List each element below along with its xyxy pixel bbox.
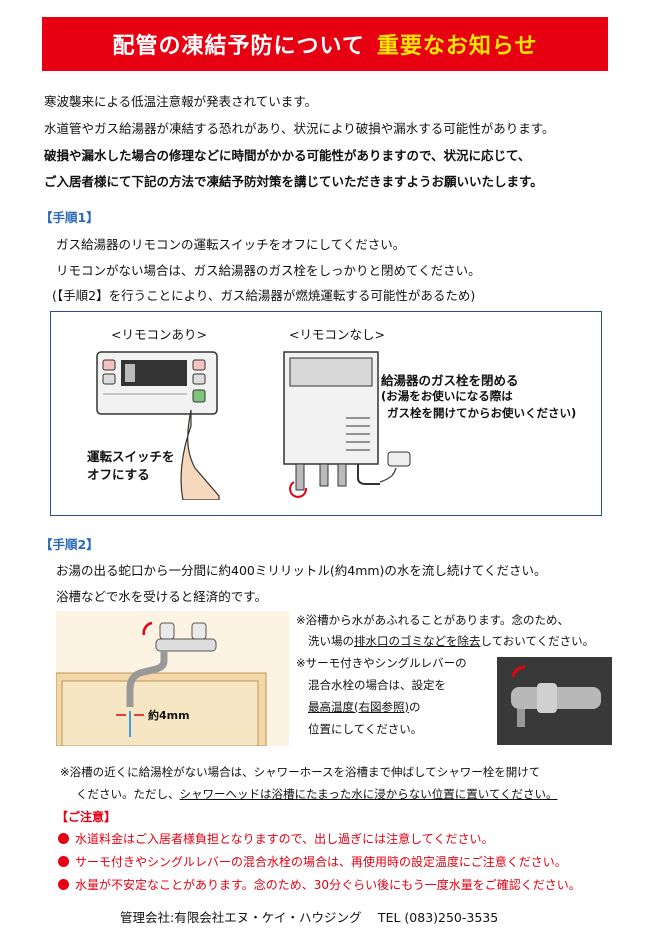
step2-heading: 【手順2】 [40, 537, 99, 552]
note-mixer-post: の [408, 700, 421, 714]
valve-caption-line-1: 給湯器のガス栓を閉める [381, 373, 519, 388]
step1-line-3: (【手順2】を行うことにより、ガス給湯器が燃焼運転する可能性があるため) [52, 288, 476, 303]
shower-note-underline: シャワーヘッドは浴槽にたまった水に浸からない位置に置いてください。 [179, 787, 558, 801]
intro-line-2: 水道管やガス給湯器が凍結する恐れがあり、状況により破損や漏水する可能性があります… [44, 121, 555, 136]
caution-item-1-text: 水道料金はご入居者様負担となりますので、出し過ぎには注意してください。 [75, 832, 494, 846]
intro-line-4: ご入居者様にて下記の方法で凍結予防対策を講じていただきますようお願いいたします。 [44, 174, 543, 189]
bathtub-faucet-illustration [56, 621, 267, 746]
bullet-icon [58, 879, 69, 890]
switch-caption-line-2: オフにする [87, 467, 150, 482]
note-mixer-line-3: 最高温度(右図参照)の [308, 699, 420, 715]
note-overflow-pre: 洗い場の [308, 634, 354, 648]
faucet-figure: 約4mm [56, 611, 289, 746]
title-banner: 配管の凍結予防について 重要なお知らせ [42, 17, 608, 71]
switch-caption-line-1: 運転スイッチを [87, 449, 175, 464]
no-remote-label: <リモコンなし> [289, 327, 385, 342]
step1-line-2: リモコンがない場合は、ガス給湯器のガス栓をしっかりと閉めてください。 [56, 263, 481, 278]
intro-line-1: 寒波襲来による低温注意報が発表されています。 [44, 94, 318, 109]
water-heater-illustration [283, 351, 411, 498]
intro-line-3: 破損や漏水した場合の修理などに時間がかかる可能性がありますので、状況に応じて、 [44, 148, 531, 163]
valve-caption-line-2: (お湯をお使いになる際は [381, 389, 513, 403]
remote-label: <リモコンあり> [111, 327, 207, 342]
note-mixer-underline: 最高温度(右図参照) [308, 700, 409, 714]
note-overflow-line-2: 洗い場の排水口のゴミなどを除去しておいてください。 [308, 633, 594, 649]
note-overflow-line-1: ※浴槽から水があふれることがあります。念のため、 [296, 613, 569, 627]
note-overflow-underline: 排水口のゴミなどを除去 [354, 634, 481, 648]
bullet-icon [58, 856, 69, 867]
remote-controller-illustration [96, 351, 220, 500]
note-mixer-line-2: 混合水栓の場合は、設定を [308, 678, 446, 692]
banner-highlight: 重要なお知らせ [376, 34, 538, 59]
step1-heading: 【手順1】 [40, 210, 99, 225]
caution-item-2: サーモ付きやシングルレバーの混合水栓の場合は、再使用時の設定温度にご注意ください… [58, 853, 567, 870]
step2-line-1: お湯の出る蛇口から一分間に約400ミリリットル(約4mm)の水を流し続けてくださ… [56, 563, 547, 578]
caution-item-1: 水道料金はご入居者様負担となりますので、出し過ぎには注意してください。 [58, 830, 493, 847]
shower-note-line-1: ※浴槽の近くに給湯栓がない場合は、シャワーホースを浴槽まで伸ばしてシャワー栓を開… [60, 765, 541, 779]
caution-item-3-text: 水量が不安定なことがあります。念のため、30分ぐらい後にもう一度水量をご確認くだ… [75, 878, 581, 892]
bullet-icon [58, 833, 69, 844]
shower-note-line-2: ください。ただし、シャワーヘッドは浴槽にたまった水に浸からない位置に置いてくださ… [76, 786, 558, 802]
footer-contact: 管理会社:有限会社エヌ・ケイ・ハウジング TEL (083)250-3535 [120, 910, 499, 925]
banner-title: 配管の凍結予防について [112, 34, 365, 59]
caution-heading: 【ご注意】 [56, 810, 117, 824]
note-mixer-line-4: 位置にしてください。 [308, 722, 423, 736]
flow-width-label: 約4mm [148, 709, 190, 722]
step1-line-1: ガス給湯器のリモコンの運転スイッチをオフにしてください。 [56, 237, 406, 252]
caution-item-3: 水量が不安定なことがあります。念のため、30分ぐらい後にもう一度水量をご確認くだ… [58, 876, 581, 893]
step2-line-2: 浴槽などで水を受けると経済的です。 [56, 589, 268, 604]
note-mixer-line-1: ※サーモ付きやシングルレバーの [296, 656, 467, 670]
valve-caption-line-3: ガス栓を開けてからお使いください) [387, 406, 577, 420]
mixer-valve-photo [497, 657, 612, 745]
caution-item-2-text: サーモ付きやシングルレバーの混合水栓の場合は、再使用時の設定温度にご注意ください… [75, 855, 567, 869]
shower-note-pre: ください。ただし、 [76, 787, 180, 801]
note-overflow-post: しておいてください。 [480, 634, 595, 648]
step1-figure: <リモコンあり> <リモコンなし> 運転スイッチを オフにする 給湯器のガス栓を… [50, 311, 602, 516]
